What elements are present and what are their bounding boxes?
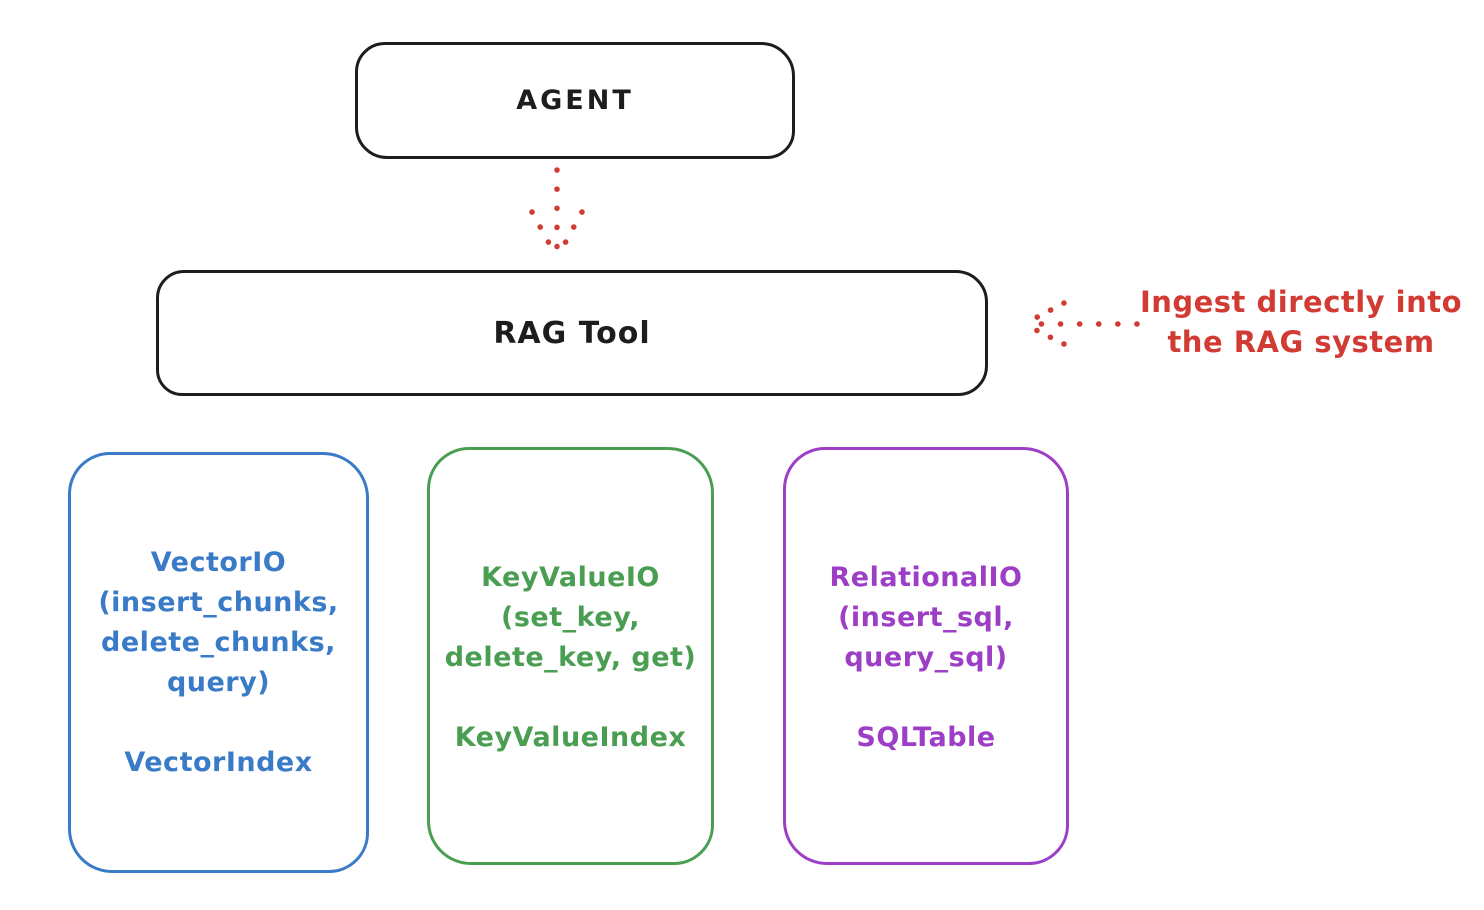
annotation-to-rag-arrow-icon <box>1023 300 1140 347</box>
vector-io-methods: VectorIO (insert_chunks, delete_chunks, … <box>98 543 338 703</box>
agent-box-label: AGENT <box>516 85 634 116</box>
rag-tool-box-label: RAG Tool <box>493 315 651 351</box>
keyvalue-io-line: KeyValueIO <box>481 562 660 593</box>
vector-io-line: query) <box>166 667 271 698</box>
ingest-annotation: Ingest directly into the RAG system <box>1128 282 1474 362</box>
relational-io-line: RelationalIO <box>829 562 1023 593</box>
relational-io-methods: RelationalIO (insert_sql, query_sql) <box>830 558 1023 678</box>
ingest-annotation-line1: Ingest directly into <box>1139 285 1463 319</box>
keyvalue-io-box: KeyValueIO (set_key, delete_key, get) Ke… <box>427 447 714 865</box>
relational-io-line: query_sql) <box>844 642 1008 673</box>
ingest-annotation-line2: the RAG system <box>1167 325 1435 359</box>
vector-io-line: (insert_chunks, <box>98 587 339 618</box>
keyvalue-io-line: delete_key, get) <box>444 642 697 673</box>
vector-io-line: VectorIO <box>150 547 287 578</box>
agent-to-rag-arrow-icon <box>529 167 585 259</box>
vector-index-label: VectorIndex <box>124 747 313 778</box>
vector-io-line: delete_chunks, <box>101 627 336 658</box>
relational-io-line: (insert_sql, <box>838 602 1014 633</box>
rag-tool-box: RAG Tool <box>156 270 988 396</box>
keyvalue-index-label: KeyValueIndex <box>454 722 687 753</box>
relational-io-box: RelationalIO (insert_sql, query_sql) SQL… <box>783 447 1069 865</box>
sql-table-label: SQLTable <box>856 722 996 753</box>
agent-box: AGENT <box>355 42 795 159</box>
vector-io-box: VectorIO (insert_chunks, delete_chunks, … <box>68 452 369 873</box>
keyvalue-io-line: (set_key, <box>501 602 640 633</box>
keyvalue-io-methods: KeyValueIO (set_key, delete_key, get) <box>445 558 697 678</box>
